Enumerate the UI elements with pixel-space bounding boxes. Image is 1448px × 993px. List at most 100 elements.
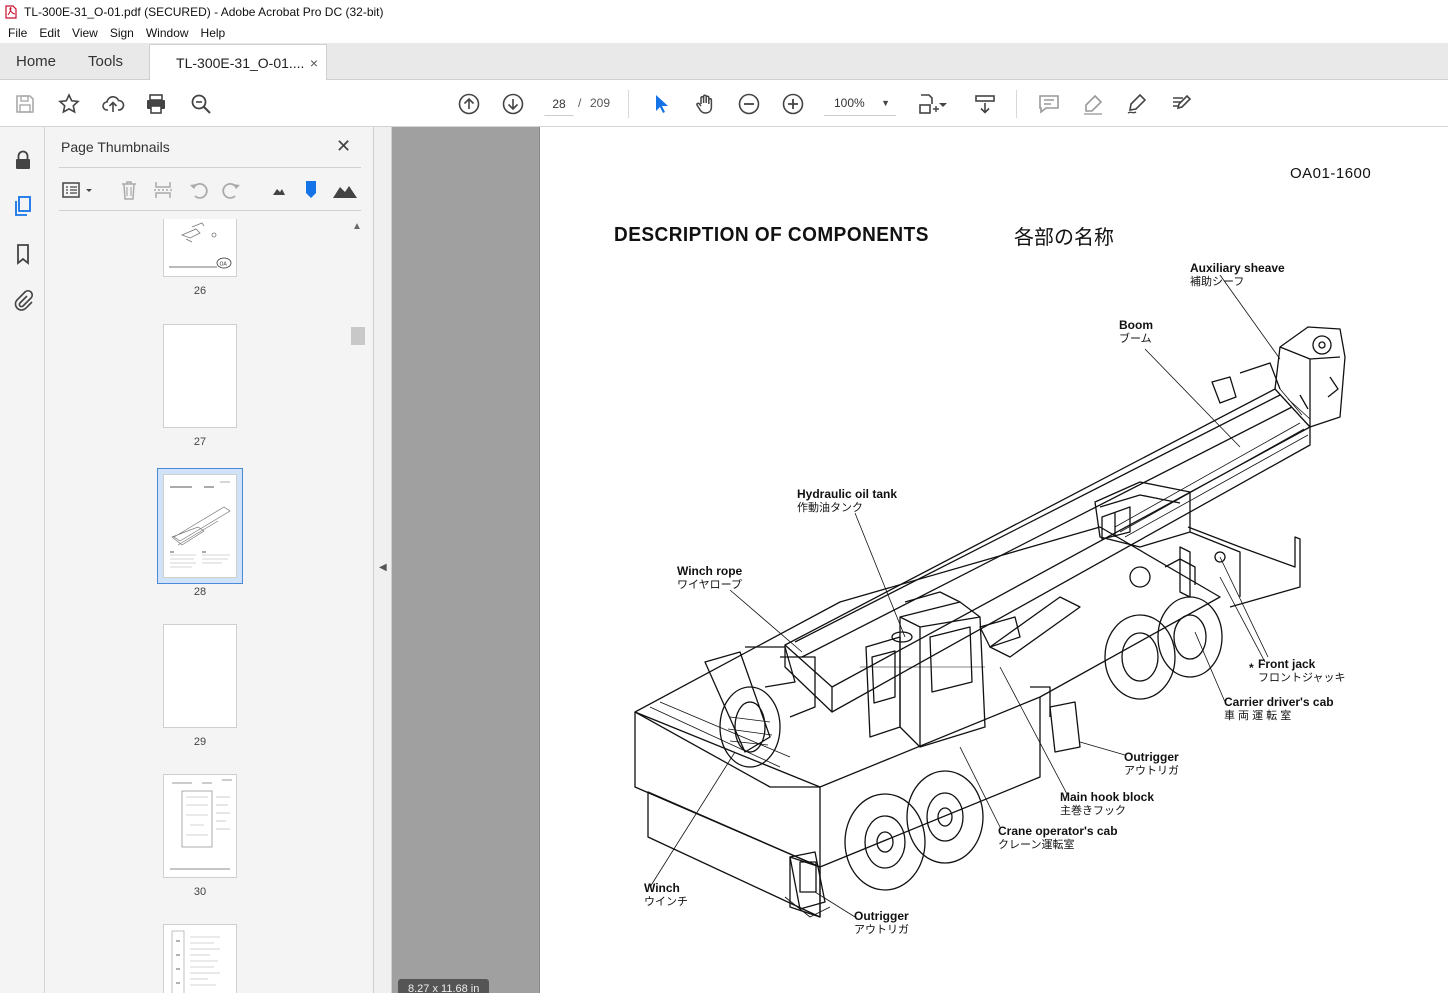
- callout-jp: 主巻きフック: [1060, 805, 1126, 817]
- rotate-right-icon[interactable]: [219, 178, 243, 202]
- menu-file[interactable]: File: [8, 26, 28, 40]
- fit-page-icon[interactable]: [916, 91, 942, 117]
- callout-jp: 補助シーフ: [1190, 276, 1245, 288]
- highlight-pen-icon[interactable]: [1080, 91, 1106, 117]
- thumbnail-label: 28: [193, 586, 207, 598]
- attachment-icon[interactable]: [10, 287, 36, 313]
- callout-en: Winch: [644, 881, 680, 895]
- zoom-out-icon[interactable]: [736, 91, 762, 117]
- thumbnail-page-28[interactable]: 28: [157, 468, 243, 598]
- next-page-icon[interactable]: [500, 91, 526, 117]
- thumbnail-page-30[interactable]: 30: [163, 774, 237, 898]
- callout-en: Boom: [1119, 318, 1153, 332]
- callout-en: Auxiliary sheave: [1190, 261, 1285, 275]
- hand-tool-icon[interactable]: [692, 91, 718, 117]
- scroll-mode-icon[interactable]: [972, 91, 998, 117]
- thumbnail-image: [163, 774, 237, 878]
- callout-jp: 作動油タンク: [797, 502, 863, 514]
- fit-chevron-down-icon[interactable]: [938, 91, 948, 117]
- tab-tools[interactable]: Tools: [88, 52, 124, 70]
- document-viewport[interactable]: OA01-1600 DESCRIPTION OF COMPONENTS 各部の名…: [392, 127, 1448, 993]
- panel-title: Page Thumbnails: [61, 139, 170, 155]
- print-icon[interactable]: [143, 91, 169, 117]
- callout-hydraulic-oil-tank: Hydraulic oil tank 作動油タンク: [797, 487, 897, 515]
- thumbnail-page-29[interactable]: 29: [163, 624, 237, 748]
- callout-jp: フロントジャッキ: [1258, 672, 1346, 684]
- callout-jp: アウトリガ: [1124, 765, 1179, 777]
- thumbnail-image: OA: [163, 219, 237, 277]
- tab-document-label: TL-300E-31_O-01....: [176, 54, 305, 71]
- star-icon[interactable]: [56, 91, 82, 117]
- thumbnail-page-31[interactable]: [163, 924, 237, 993]
- comment-icon[interactable]: [1036, 91, 1062, 117]
- callout-jp: ブーム: [1119, 333, 1152, 345]
- chevron-down-icon: ▼: [881, 98, 890, 108]
- menu-window[interactable]: Window: [145, 26, 189, 40]
- toolbar-divider: [1016, 90, 1017, 118]
- extract-page-icon[interactable]: [151, 178, 175, 202]
- menu-view[interactable]: View: [72, 26, 98, 40]
- close-panel-icon[interactable]: ✕: [336, 136, 352, 156]
- lock-icon[interactable]: [10, 147, 36, 173]
- zoom-search-icon[interactable]: [188, 91, 214, 117]
- close-tab-icon[interactable]: ×: [309, 54, 319, 71]
- callout-en: Outrigger: [854, 909, 909, 923]
- page-total: 209: [590, 96, 611, 110]
- scroll-up-icon[interactable]: ▲: [352, 221, 362, 232]
- document-page: OA01-1600 DESCRIPTION OF COMPONENTS 各部の名…: [539, 127, 1448, 993]
- panel-splitter[interactable]: ◀: [374, 127, 392, 993]
- zoom-level-value: 100%: [834, 96, 865, 110]
- menu-edit[interactable]: Edit: [39, 26, 61, 40]
- tab-document[interactable]: TL-300E-31_O-01.... ×: [149, 44, 328, 80]
- select-cursor-icon[interactable]: [648, 91, 674, 117]
- menu-sign[interactable]: Sign: [109, 26, 134, 40]
- window-title: TL-300E-31_O-01.pdf (SECURED) - Adobe Ac…: [24, 4, 384, 19]
- toolbar-divider: [628, 90, 629, 118]
- zoom-level-select[interactable]: 100% ▼: [824, 90, 896, 116]
- thumbnail-smaller-icon[interactable]: [267, 178, 291, 202]
- callout-winch: Winch ウインチ: [644, 881, 688, 909]
- thumbnail-image: [163, 324, 237, 428]
- collapse-panel-icon[interactable]: ◀: [379, 562, 387, 573]
- callout-jp: アウトリガ: [854, 924, 909, 936]
- callout-en: Crane operator's cab: [998, 824, 1118, 838]
- callout-jp: クレーン運転室: [998, 839, 1075, 851]
- page-heading-jp: 各部の名称: [1014, 227, 1114, 249]
- thumbnail-label: 26: [193, 285, 207, 297]
- scrollbar-thumb[interactable]: [351, 327, 365, 345]
- callout-en: Hydraulic oil tank: [797, 487, 898, 501]
- bookmark-icon[interactable]: [10, 241, 36, 267]
- previous-page-icon[interactable]: [456, 91, 482, 117]
- left-navigation-rail: [0, 127, 45, 993]
- document-code: OA01-1600: [1290, 165, 1372, 182]
- callout-jp: ワイヤロープ: [677, 579, 743, 591]
- thumbnail-page-27[interactable]: 27: [163, 324, 237, 448]
- fill-sign-icon[interactable]: [1168, 91, 1194, 117]
- thumbnail-options-icon[interactable]: [61, 178, 95, 202]
- callout-boom: Boom ブーム: [1119, 318, 1153, 346]
- callout-outrigger-right: Outrigger アウトリガ: [1124, 750, 1179, 778]
- delete-page-icon[interactable]: [117, 178, 141, 202]
- callout-front-jack: * Front jack フロントジャッキ: [1249, 657, 1346, 685]
- page-thumbnails-icon[interactable]: [10, 193, 36, 219]
- thumbnail-image: [163, 474, 237, 578]
- thumbnail-image: [163, 924, 237, 993]
- callout-crane-operators-cab: Crane operator's cab クレーン運転室: [998, 824, 1118, 852]
- draw-sign-icon[interactable]: [1124, 91, 1150, 117]
- cloud-upload-icon[interactable]: [100, 91, 126, 117]
- callout-outrigger-bottom: Outrigger アウトリガ: [854, 909, 909, 937]
- menu-bar: File Edit View Sign Window Help: [0, 23, 1448, 43]
- thumbnail-page-26[interactable]: OA 26: [163, 219, 237, 297]
- zoom-in-icon[interactable]: [780, 91, 806, 117]
- menu-help[interactable]: Help: [200, 26, 226, 40]
- thumbnail-larger-icon[interactable]: [331, 178, 359, 202]
- save-icon[interactable]: [12, 91, 38, 117]
- thumbnail-scrollbar[interactable]: ▲: [350, 219, 365, 993]
- main-toolbar: 28 / 209 100% ▼: [0, 80, 1448, 127]
- rotate-left-icon[interactable]: [187, 178, 211, 202]
- page-number-input[interactable]: 28: [544, 90, 574, 116]
- tab-home[interactable]: Home: [16, 52, 57, 70]
- callout-jp: ウインチ: [644, 896, 688, 908]
- svg-text:OA: OA: [220, 262, 228, 268]
- thumbnail-slider-icon[interactable]: [299, 178, 323, 202]
